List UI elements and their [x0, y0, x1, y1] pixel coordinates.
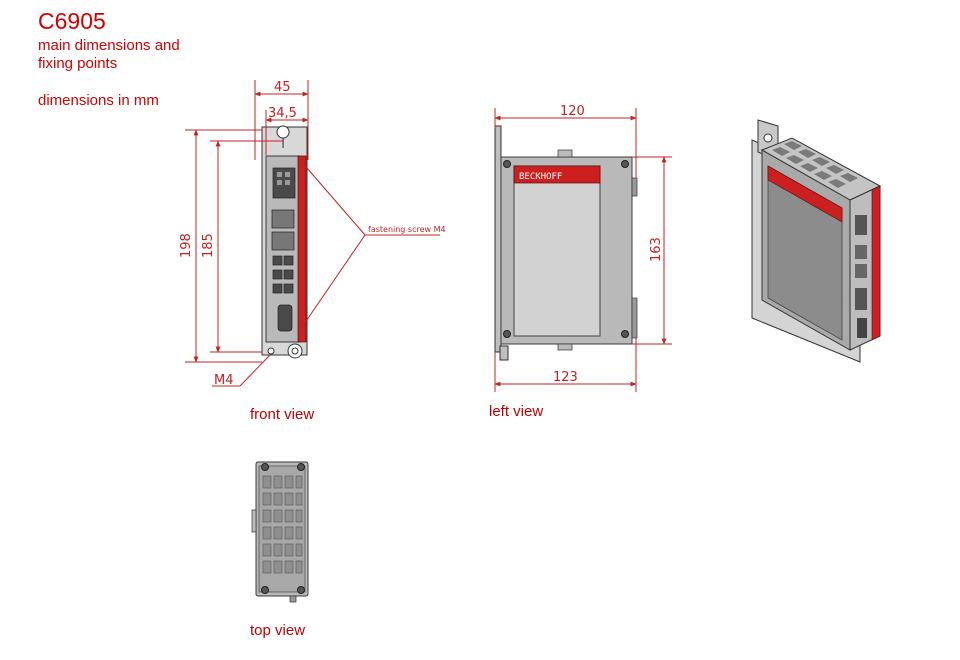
units-note: dimensions in mm [38, 92, 159, 109]
dim-height-label: 198 [179, 233, 194, 258]
diagram-title: C6905 [38, 8, 106, 34]
left-view: BECKHOFF 120 123 163 [494, 104, 672, 392]
dim-width-label: 45 [274, 80, 291, 95]
subtitle-line-2: fixing points [38, 55, 118, 72]
top-view [251, 461, 309, 603]
left-view-caption: left view [489, 403, 544, 420]
top-view-caption: top view [250, 622, 306, 639]
screw-callout-label: fastening screw M4 [368, 225, 446, 234]
dim-depth-total-label: 123 [553, 370, 578, 385]
dim-inner-height-label: 185 [201, 233, 216, 258]
front-view-caption: front view [250, 406, 315, 423]
isometric-view [751, 119, 882, 363]
subtitle-line-1: main dimensions and [38, 37, 180, 54]
brand-label: BECKHOFF [519, 172, 562, 182]
dim-inner-width-label: 34,5 [268, 106, 297, 121]
mount-callout-label: M4 [214, 373, 234, 388]
front-view: 45 34,5 198 185 fastening screw M4 M4 [179, 80, 446, 388]
keyhole-icon [276, 125, 290, 149]
dim-depth-label: 120 [560, 104, 585, 119]
dim-height-label: 163 [649, 237, 664, 262]
